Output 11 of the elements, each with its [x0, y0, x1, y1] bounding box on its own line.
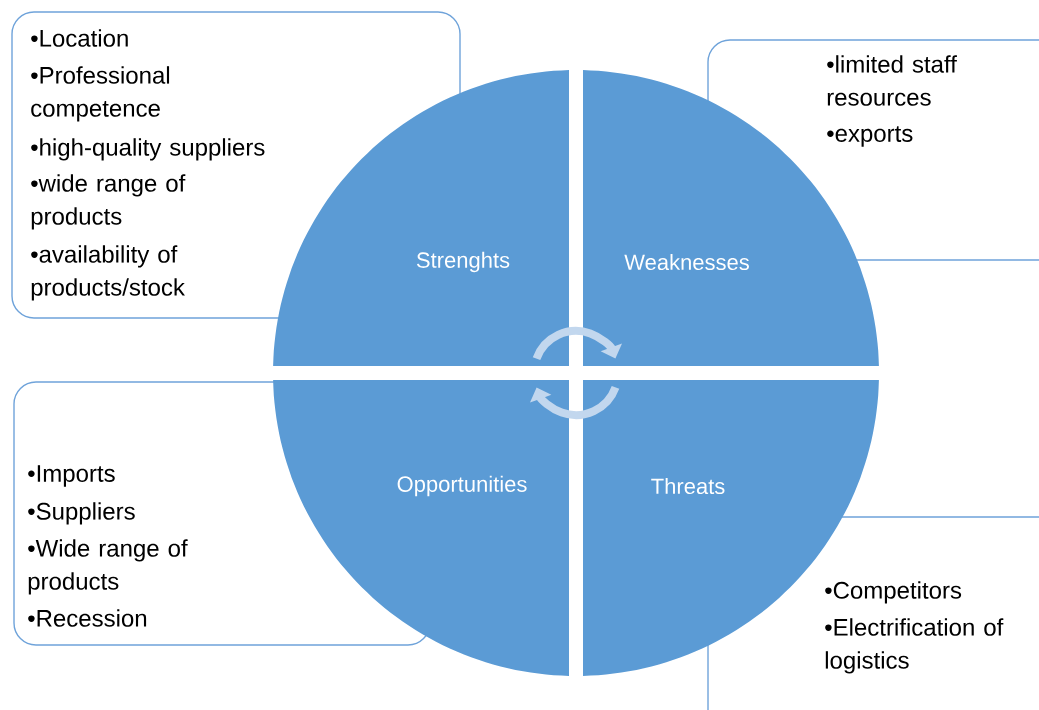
- bullet-item: •Professional competence: [31, 66, 170, 122]
- bullet-item: •Wide range of products: [28, 539, 188, 595]
- bullet-item: •Imports: [28, 465, 115, 487]
- bullet-item: •Location: [31, 29, 128, 47]
- bullet-item: •high-quality suppliers: [31, 138, 265, 161]
- bullet-item: •wide range of products: [31, 174, 186, 230]
- quadrant-segment: Opportunities: [273, 380, 569, 676]
- bullet-item: •Suppliers: [28, 502, 135, 525]
- quadrant-segment: Strenghts: [273, 70, 569, 366]
- bullet-item: •Recession: [28, 609, 147, 627]
- bullet-item: •availability of products/stock: [31, 245, 185, 301]
